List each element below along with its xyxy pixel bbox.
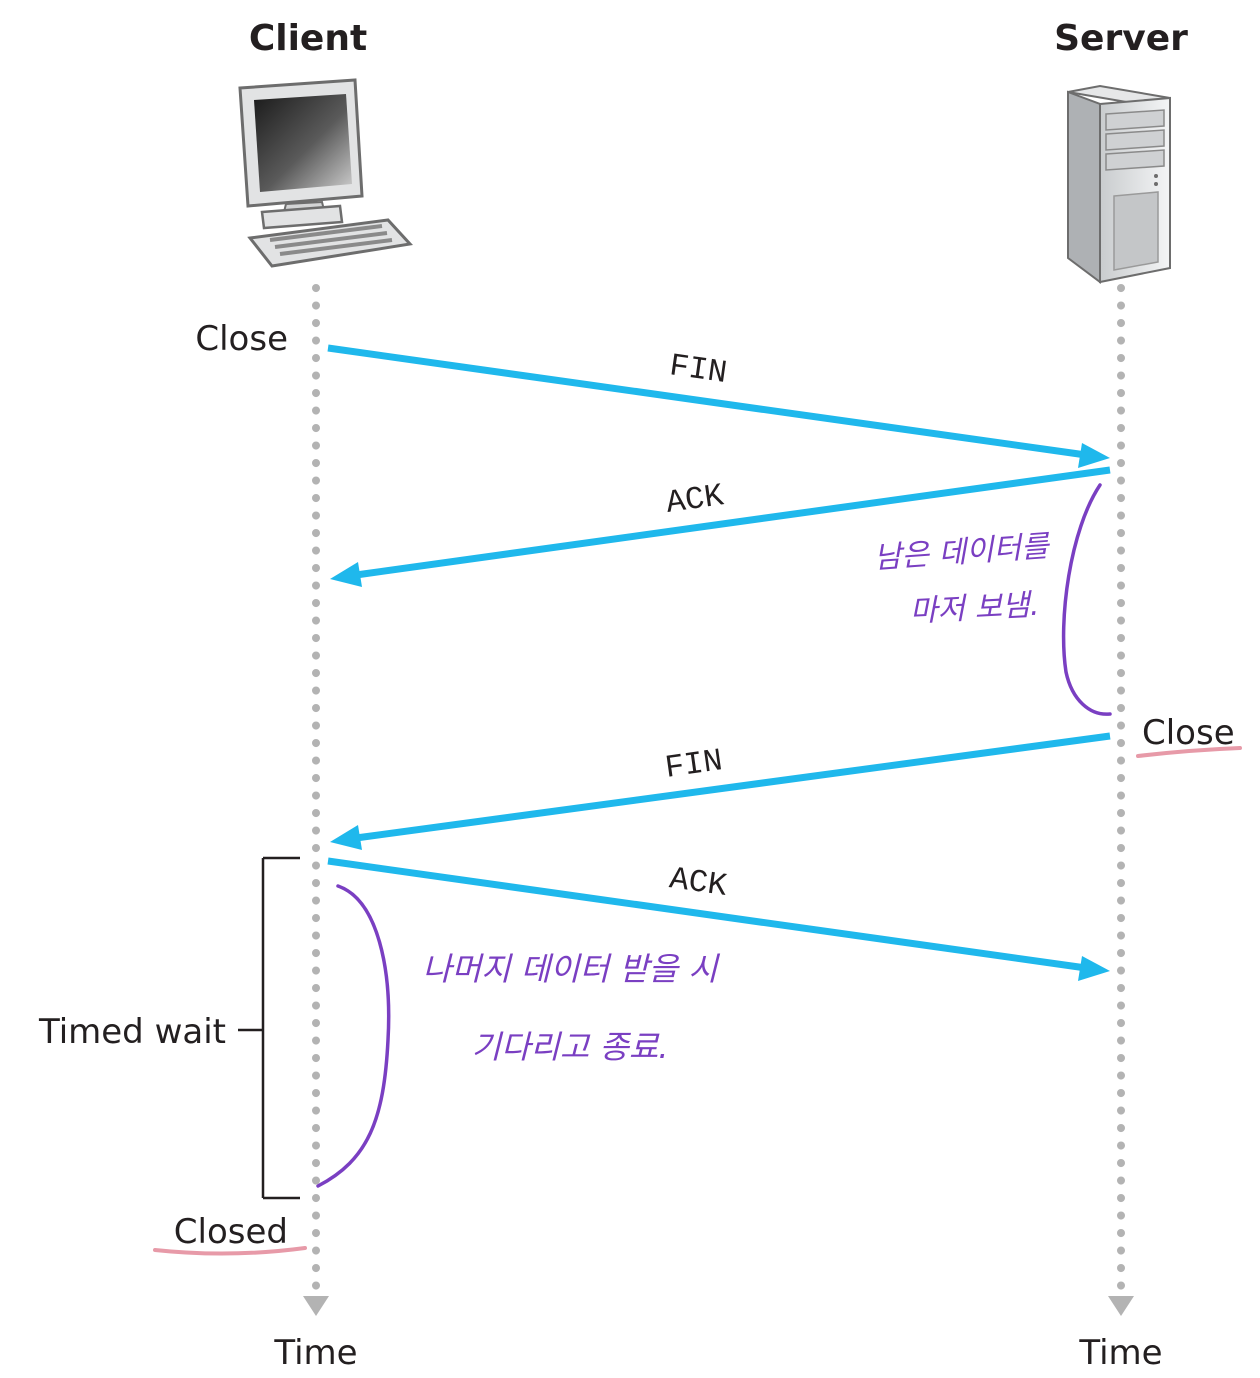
server-time-label: Time	[1078, 1333, 1162, 1373]
server-tower-icon	[1067, 84, 1171, 284]
client-time-arrowhead	[303, 1296, 329, 1316]
server-close-label: Close	[1142, 713, 1235, 753]
client-closed-label: Closed	[174, 1212, 288, 1252]
server-note-line2: 마저 보냄.	[909, 588, 1040, 630]
client-closed-underline	[153, 1246, 307, 1256]
message-label-ack-1: ACK	[664, 477, 727, 522]
client-note-brace	[316, 884, 391, 1188]
desktop-computer-icon	[238, 78, 413, 268]
timed-wait-label: Timed wait	[38, 1012, 226, 1052]
fin-arrowhead-2	[330, 825, 362, 850]
ack-arrow-server-to-client	[355, 466, 1111, 579]
ack-arrow-client-to-server	[327, 857, 1087, 972]
client-title: Client	[249, 18, 367, 59]
server-close-underline	[1136, 746, 1242, 758]
fin-arrowhead-1	[1078, 443, 1110, 468]
client-note-line1: 나머지 데이터 받을 시	[422, 950, 720, 988]
message-label-ack-2: ACK	[667, 860, 730, 905]
message-label-fin-1: FIN	[667, 347, 729, 392]
server-note-brace	[1061, 483, 1112, 716]
fin-arrow-client-to-server	[327, 344, 1087, 459]
client-close-label: Close	[195, 319, 288, 359]
client-note-line2: 기다리고 종료.	[472, 1028, 669, 1066]
server-time-arrowhead	[1108, 1296, 1134, 1316]
ack-arrowhead-2	[1078, 956, 1110, 981]
fin-arrow-server-to-client	[355, 732, 1111, 842]
server-note-line1: 남은 데이터를	[873, 529, 1053, 576]
client-time-label: Time	[273, 1333, 357, 1373]
timed-wait-bracket	[238, 856, 300, 1200]
ack-arrowhead-1	[330, 562, 362, 587]
message-label-fin-2: FIN	[663, 742, 725, 787]
server-title: Server	[1054, 18, 1188, 59]
